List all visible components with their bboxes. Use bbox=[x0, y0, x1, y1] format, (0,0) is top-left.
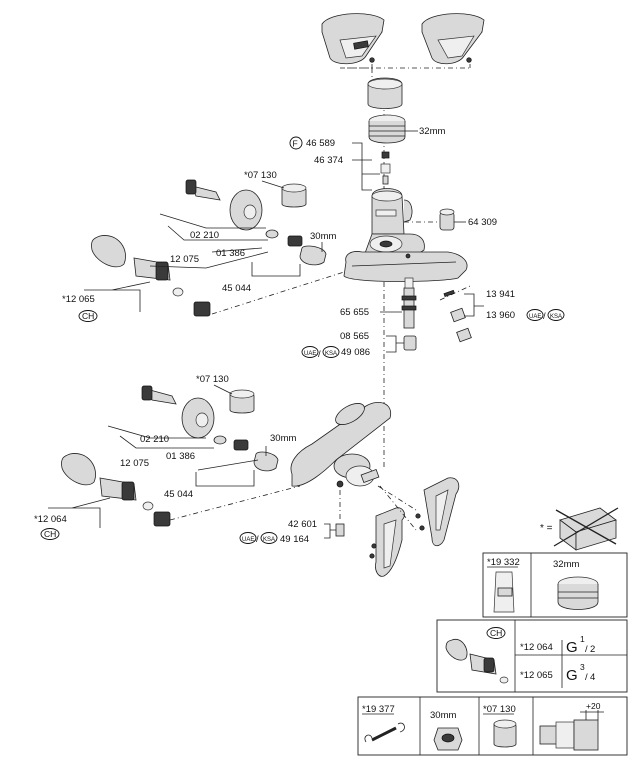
cartridge-nut-size-label: 32mm bbox=[419, 126, 445, 137]
lever-handle-top-left bbox=[321, 13, 385, 65]
spindle-code: 46 374 bbox=[314, 155, 343, 166]
outlet-ksa-badge-label: KSA bbox=[263, 537, 275, 543]
handle-sleeve bbox=[367, 77, 403, 109]
ksa-badge-label: KSA bbox=[325, 351, 337, 357]
bottom-union-code: 12 075 bbox=[120, 458, 149, 469]
thread-half-num: 1 bbox=[580, 634, 585, 644]
nut-30mm-icon bbox=[433, 727, 463, 751]
thread-tq-den: 4 bbox=[590, 672, 595, 683]
top-washer-code: 01 386 bbox=[216, 248, 245, 259]
outlet-code: 42 601 bbox=[288, 519, 317, 530]
cartridge-nut-code: 46 589 bbox=[306, 138, 335, 149]
aerator-code: 13 941 bbox=[486, 289, 515, 300]
aerator-ksa-badge-label: KSA bbox=[550, 314, 562, 320]
thread-g-three-quarter: G bbox=[566, 667, 578, 684]
thread-g-half: G bbox=[566, 639, 578, 656]
outlet-ksa-badge bbox=[260, 532, 278, 544]
bath-mixer-body bbox=[343, 188, 468, 282]
bottom-ch-code: *12 064 bbox=[34, 514, 67, 525]
thread-half-den: 2 bbox=[590, 644, 595, 655]
tool-code-19332: *19 332 bbox=[487, 557, 520, 568]
check-valve bbox=[403, 335, 417, 351]
cap-code: 64 309 bbox=[468, 217, 497, 228]
top-union-code: 12 075 bbox=[170, 254, 199, 265]
thread-half-slash: / bbox=[585, 644, 588, 655]
lever-handle-top-right bbox=[421, 13, 485, 65]
box1-nut-size: 32mm bbox=[553, 559, 579, 570]
uae-badge bbox=[301, 346, 319, 358]
extension-piece-icon bbox=[539, 710, 604, 751]
top-rosette-code: *07 130 bbox=[244, 170, 277, 181]
bottom-rosette-code: *07 130 bbox=[196, 374, 229, 385]
bottom-washer-code: 01 386 bbox=[166, 451, 195, 462]
top-ch-code: *12 065 bbox=[62, 294, 95, 305]
accessory-box-connectors: CH *12 064 G 1 / 2 *12 065 G 3 / 4 bbox=[436, 619, 628, 693]
outlet-uae-badge bbox=[239, 532, 257, 544]
outlet-uae-code: 49 164 bbox=[280, 534, 309, 545]
connector-code-12064: *12 064 bbox=[520, 642, 553, 653]
bottom-eccentric-code: 02 210 bbox=[140, 434, 169, 445]
separator-slash-2: / bbox=[543, 311, 546, 322]
check-valve-uae-code: 49 086 bbox=[341, 347, 370, 358]
outlet-uae-badge-label: UAE bbox=[242, 537, 254, 543]
top-nut-size: 30mm bbox=[310, 231, 336, 242]
bottom-nut-size: 30mm bbox=[270, 433, 296, 444]
top-connection-group: *07 130 02 210 01 386 12 075 30mm 45 044… bbox=[62, 170, 345, 322]
shower-outlet-valve bbox=[335, 523, 345, 537]
france-badge-label: F bbox=[293, 139, 298, 149]
diverter-code: 65 655 bbox=[340, 307, 369, 318]
shower-lever-handles bbox=[339, 477, 460, 577]
accessory-box-cartridge-tool: *19 332 32mm bbox=[482, 552, 628, 618]
wrench-icon bbox=[364, 722, 405, 743]
thread-tq-slash: / bbox=[585, 672, 588, 683]
shower-mixer-body bbox=[290, 402, 392, 488]
bottom-nut-code: 45 044 bbox=[164, 489, 193, 500]
aerator-uae-badge-label: UAE bbox=[529, 314, 541, 320]
cartridge-nut bbox=[368, 114, 406, 144]
not-included-crossed-box-icon bbox=[553, 507, 619, 551]
separator-slash-3: / bbox=[256, 534, 259, 545]
ksa-badge bbox=[322, 346, 340, 358]
box2-ch-badge: CH bbox=[490, 628, 502, 638]
aerator-uae-badge bbox=[526, 309, 544, 321]
check-valve-code: 08 565 bbox=[340, 331, 369, 342]
box3-nut-size: 30mm bbox=[430, 710, 456, 721]
aerator-uae-code: 13 960 bbox=[486, 310, 515, 321]
thread-tq-num: 3 bbox=[580, 662, 585, 672]
top-eccentric-code: 02 210 bbox=[190, 230, 219, 241]
accessory-box-tools: *19 377 30mm *07 130 +20 bbox=[357, 696, 628, 756]
aerator-ksa-badge bbox=[547, 309, 565, 321]
france-badge bbox=[289, 136, 303, 150]
rosette-icon bbox=[493, 719, 517, 748]
top-nut-code: 45 044 bbox=[222, 283, 251, 294]
uae-badge-label: UAE bbox=[304, 351, 316, 357]
box3-rosette-code: *07 130 bbox=[483, 704, 516, 715]
wrench-code-19377: *19 377 bbox=[362, 704, 395, 715]
spindle-parts bbox=[380, 151, 391, 185]
accessory-legend-label: * = bbox=[540, 523, 553, 534]
aerator bbox=[439, 285, 472, 343]
extension-length: +20 bbox=[586, 701, 601, 711]
bottom-ch-badge: CH bbox=[44, 529, 56, 539]
top-ch-badge: CH bbox=[82, 311, 94, 321]
bottom-connection-group: *07 130 02 210 01 386 12 075 30mm 45 044… bbox=[34, 374, 301, 540]
diverter bbox=[401, 277, 417, 329]
diverter-cap bbox=[439, 208, 455, 231]
connector-code-12065: *12 065 bbox=[520, 670, 553, 681]
separator-slash: / bbox=[318, 349, 321, 360]
